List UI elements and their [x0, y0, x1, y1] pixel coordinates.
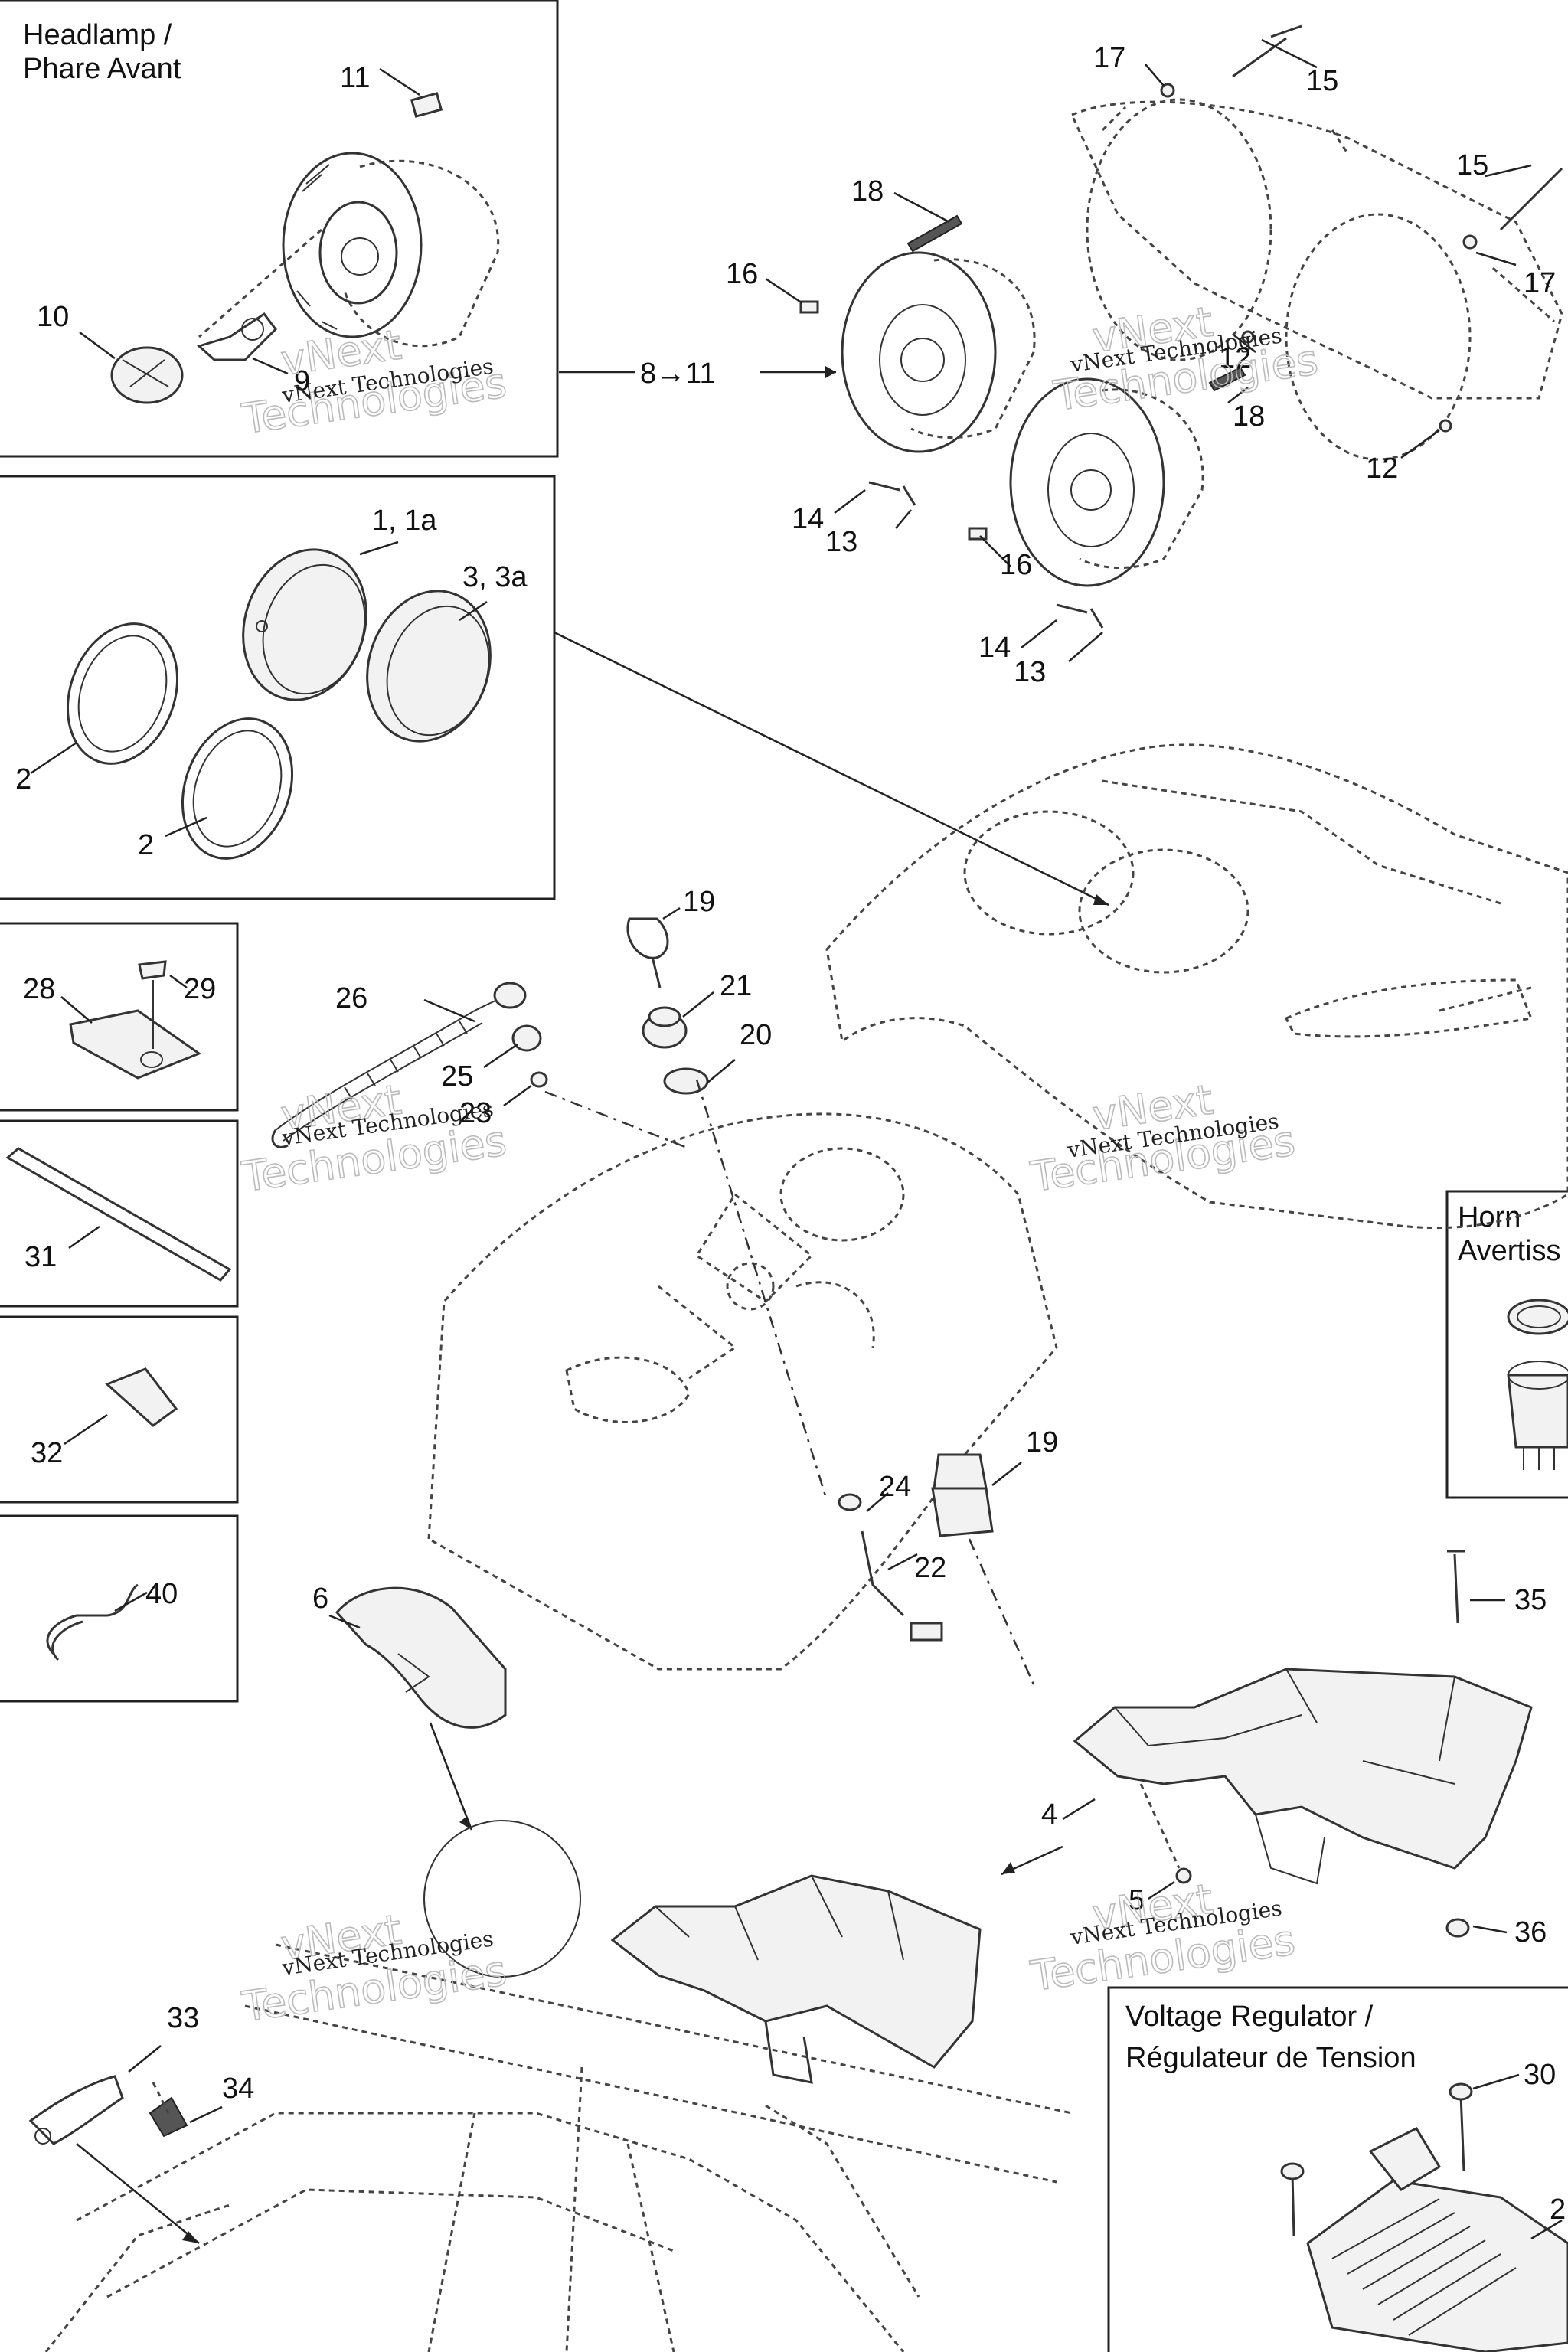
headlamp-callout-label: 8→11 — [640, 358, 716, 390]
label-19-switch: 19 — [1026, 1426, 1058, 1459]
label-20: 20 — [740, 1019, 772, 1051]
label-31: 31 — [24, 1241, 57, 1273]
label-13-lower: 13 — [1014, 656, 1046, 688]
label-23: 23 — [459, 1097, 492, 1129]
label-18-top: 18 — [851, 175, 884, 207]
label-2-right: 2 — [138, 829, 154, 861]
label-33: 33 — [167, 2002, 199, 2034]
horn-title-line2: Avertiss — [1458, 1235, 1560, 1267]
label-10: 10 — [37, 301, 69, 333]
label-24: 24 — [879, 1471, 911, 1503]
tether-cord-drawing — [271, 982, 690, 1150]
clip-28-drawing — [60, 960, 202, 1080]
headlamp-panel: Headlamp / Phare Avant — [0, 0, 559, 458]
bezel-20 — [663, 1067, 709, 1095]
label-32: 32 — [31, 1437, 63, 1469]
label-9: 9 — [294, 365, 310, 397]
label-12-upper: 12 — [1219, 342, 1251, 374]
bulb-socket-11 — [410, 92, 443, 118]
label-13-upper: 13 — [825, 526, 858, 558]
label-15-right: 15 — [1456, 149, 1488, 181]
clip-5 — [1175, 1867, 1192, 1884]
tube-31 — [5, 1147, 232, 1282]
headlamp-title-line2: Phare Avant — [23, 53, 181, 85]
regulator-title-line1: Voltage Regulator / — [1125, 2001, 1374, 2033]
label-28: 28 — [23, 973, 55, 1005]
bolt-15-top — [1232, 24, 1302, 78]
label-17-top: 17 — [1093, 42, 1125, 74]
console-drawing — [427, 1112, 1058, 1671]
label-16-top: 16 — [726, 258, 758, 290]
label-26: 26 — [335, 982, 368, 1014]
bulb-9 — [197, 312, 277, 361]
regulator-title-line2: Régulateur de Tension — [1125, 2042, 1416, 2074]
bolt-30 — [1449, 2082, 1473, 2101]
label-3-3a: 3, 3a — [462, 561, 528, 593]
clip-32 — [105, 1367, 178, 1427]
nut-23 — [530, 1071, 548, 1088]
label-1-1a: 1, 1a — [372, 505, 437, 537]
label-22: 22 — [914, 1552, 946, 1584]
headlamp-title-line1: Headlamp / — [23, 19, 172, 51]
headlamp-support-drawing — [1001, 1550, 1533, 1938]
label-2-regulator: 2 — [1550, 2194, 1566, 2226]
label-12-lower: 12 — [1366, 452, 1398, 485]
support-4 — [1073, 1668, 1533, 1870]
label-40: 40 — [145, 1578, 178, 1610]
screw-29 — [138, 960, 167, 980]
clip-panel-32 — [0, 1315, 239, 1504]
retainer-10 — [110, 346, 184, 404]
lens-rings-drawing — [30, 541, 1109, 906]
label-35: 35 — [1514, 1584, 1547, 1616]
label-30: 30 — [1524, 2059, 1556, 2091]
nut-36 — [1446, 1918, 1470, 1938]
cable-tie-40 — [46, 1583, 139, 1655]
headlamp-housing-drawing — [765, 24, 1563, 662]
lens-ring-panel — [0, 475, 556, 900]
spring-18-top — [906, 214, 963, 253]
sensor-22 — [861, 1530, 905, 1617]
label-17-right: 17 — [1524, 267, 1556, 299]
horn-title-line1: Horn — [1458, 1201, 1521, 1233]
label-21: 21 — [720, 970, 752, 1002]
label-4: 4 — [1041, 1798, 1057, 1831]
clip-panel-28 — [0, 922, 239, 1112]
spring-18-lower — [1208, 366, 1246, 392]
voltage-regulator-drawing — [1280, 2073, 1568, 2352]
voltage-regulator-panel: Voltage Regulator / Régulateur de Tensio… — [1107, 1986, 1568, 2352]
label-34: 34 — [222, 2073, 254, 2105]
tube-panel-31 — [0, 1119, 239, 1308]
ignition-key-drawing — [626, 906, 1035, 1685]
label-36: 36 — [1514, 1916, 1547, 1949]
shield-6-drawing — [328, 1586, 507, 1831]
label-25: 25 — [441, 1060, 473, 1093]
label-19-key: 19 — [683, 886, 715, 918]
label-18-lower: 18 — [1233, 400, 1265, 433]
cap-25 — [511, 1024, 542, 1052]
label-5: 5 — [1129, 1884, 1145, 1916]
front-fairing-drawing — [825, 743, 1568, 1230]
label-6: 6 — [312, 1583, 328, 1615]
lens-1 — [242, 548, 368, 701]
label-11-headlamp: 11 — [340, 62, 370, 94]
regulator-body — [1306, 2179, 1568, 2352]
horn-panel: Horn Avertiss — [1446, 1190, 1568, 1499]
frame-drawing — [28, 1820, 1073, 2352]
tie-panel-40 — [0, 1514, 239, 1703]
ignition-switch-19 — [931, 1487, 994, 1537]
horn-drawing — [1507, 1298, 1568, 1470]
label-14-upper: 14 — [792, 503, 824, 535]
label-2-left: 2 — [15, 763, 31, 795]
headlamp-assembly-drawing — [79, 67, 500, 404]
label-29: 29 — [184, 973, 216, 1005]
label-14-lower: 14 — [978, 632, 1011, 664]
label-15-top: 15 — [1306, 65, 1338, 97]
label-16-lower: 16 — [1000, 549, 1032, 581]
